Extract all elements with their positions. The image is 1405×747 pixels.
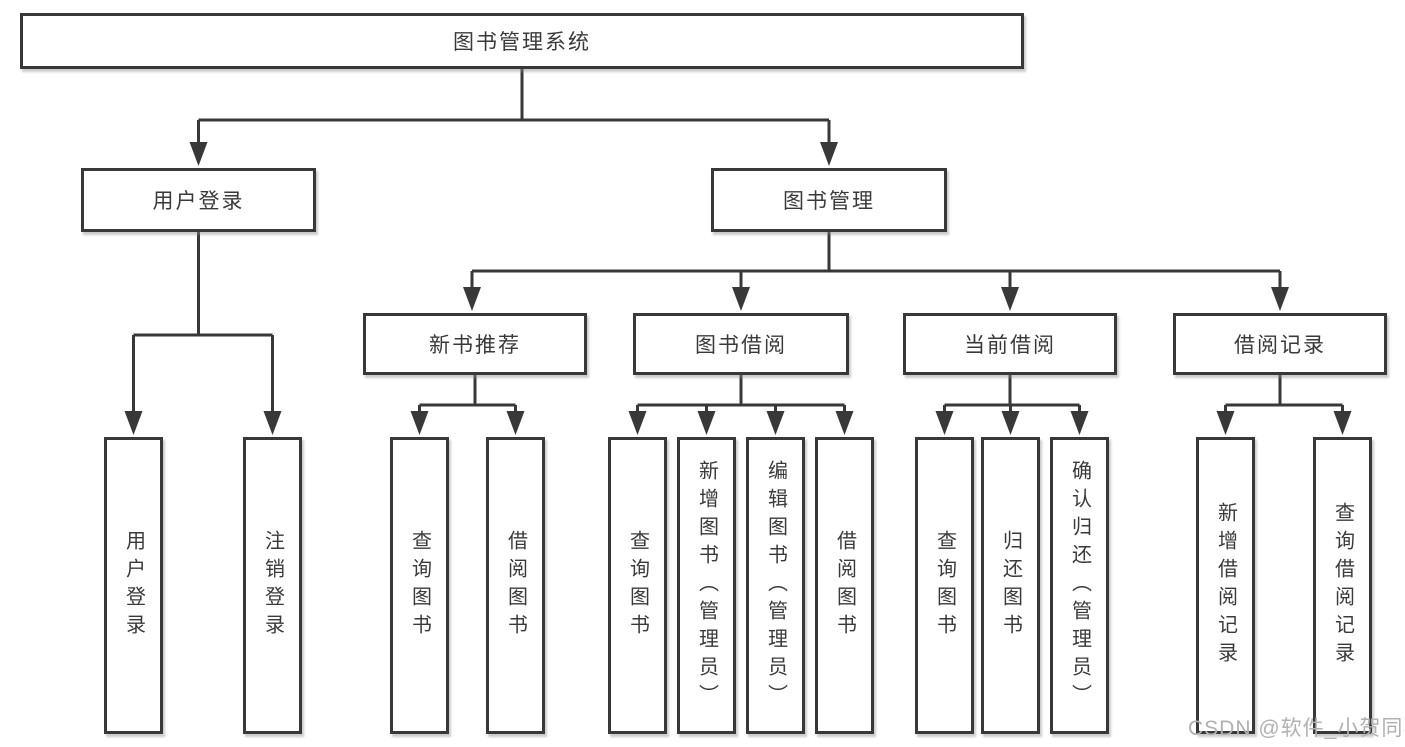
connector-new-book-children: [418, 375, 517, 413]
leaf-logout: 注销登录: [243, 437, 302, 734]
arrowheads-level2: [189, 142, 838, 166]
node-library-management-system: 图书管理系统: [20, 13, 1024, 69]
arrowheads-borrow-records-children: [1216, 411, 1352, 435]
leaf-query-books-current: 查询图书: [915, 437, 974, 734]
connector-user-login-children: [132, 232, 274, 413]
arrowheads-new-book-children: [410, 411, 525, 435]
leaf-user-login: 用户登录: [104, 437, 163, 734]
leaf-query-borrow-record: 查询借阅记录: [1313, 437, 1372, 734]
leaf-return-books: 归还图书: [981, 437, 1040, 734]
arrowheads-user-login-children: [124, 411, 282, 435]
arrowheads-current-borrow-children: [935, 411, 1089, 435]
leaf-query-books-borrow: 查询图书: [608, 437, 667, 734]
connector-root-to-level2: [197, 69, 831, 145]
node-borrow-records: 借阅记录: [1173, 313, 1387, 375]
leaf-add-books-admin: 新增图书（管理员）: [677, 437, 736, 734]
connector-book-management-children: [470, 232, 1282, 289]
connector-book-borrow-children: [636, 375, 846, 413]
node-book-borrow: 图书借阅: [633, 313, 849, 375]
leaf-query-books-recommend: 查询图书: [390, 437, 449, 734]
arrowheads-book-management-children: [463, 287, 1289, 311]
node-new-book-recommend: 新书推荐: [363, 313, 587, 375]
connector-borrow-records-children: [1224, 375, 1344, 413]
arrowheads-book-borrow-children: [628, 411, 854, 435]
leaf-edit-books-admin: 编辑图书（管理员）: [746, 437, 805, 734]
leaf-borrow-books: 借阅图书: [815, 437, 874, 734]
node-current-borrow: 当前借阅: [903, 313, 1117, 375]
connector-current-borrow-children: [943, 375, 1081, 413]
node-user-login: 用户登录: [81, 168, 316, 232]
leaf-borrow-books-recommend: 借阅图书: [486, 437, 545, 734]
leaf-add-borrow-record: 新增借阅记录: [1196, 437, 1255, 734]
node-book-management: 图书管理: [711, 168, 947, 232]
leaf-confirm-return-admin: 确认归还（管理员）: [1050, 437, 1109, 734]
csdn-watermark: CSDN @软件_小贺同学: [1188, 717, 1405, 740]
